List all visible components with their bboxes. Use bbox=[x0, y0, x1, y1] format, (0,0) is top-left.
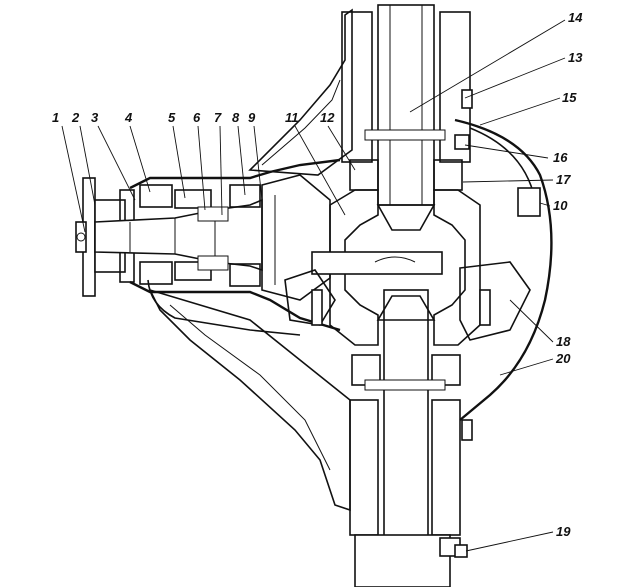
callout-18: 18 bbox=[556, 334, 571, 349]
callout-10: 10 bbox=[553, 198, 568, 213]
callout-11: 11 bbox=[285, 110, 299, 125]
callout-6: 6 bbox=[193, 110, 201, 125]
callout-19: 19 bbox=[556, 524, 571, 539]
callout-17: 17 bbox=[556, 172, 571, 187]
housing-cover bbox=[454, 89, 553, 441]
callout-3: 3 bbox=[91, 110, 99, 125]
callout-14: 14 bbox=[568, 10, 583, 25]
callout-16: 16 bbox=[553, 150, 568, 165]
callout-9: 9 bbox=[248, 110, 256, 125]
differential-bearings bbox=[349, 129, 463, 391]
pinion-bearings bbox=[139, 184, 261, 287]
callout-5: 5 bbox=[168, 110, 176, 125]
carrier-housing bbox=[129, 8, 353, 512]
callout-numbers: 1 2 3 4 5 6 7 8 9 11 12 14 13 15 16 17 1… bbox=[52, 10, 583, 539]
fasteners bbox=[311, 134, 491, 558]
callout-12: 12 bbox=[320, 110, 335, 125]
callout-4: 4 bbox=[124, 110, 133, 125]
leader-lines bbox=[61, 19, 566, 552]
callout-8: 8 bbox=[232, 110, 240, 125]
drive-pinion-gear bbox=[261, 174, 331, 301]
callout-20: 20 bbox=[555, 351, 571, 366]
callout-1: 1 bbox=[52, 110, 59, 125]
differential-case bbox=[311, 189, 481, 346]
callout-13: 13 bbox=[568, 50, 583, 65]
half-shafts bbox=[354, 4, 451, 587]
callout-2: 2 bbox=[71, 110, 80, 125]
callout-15: 15 bbox=[562, 90, 577, 105]
crown-gear bbox=[284, 261, 531, 341]
callout-7: 7 bbox=[214, 110, 222, 125]
